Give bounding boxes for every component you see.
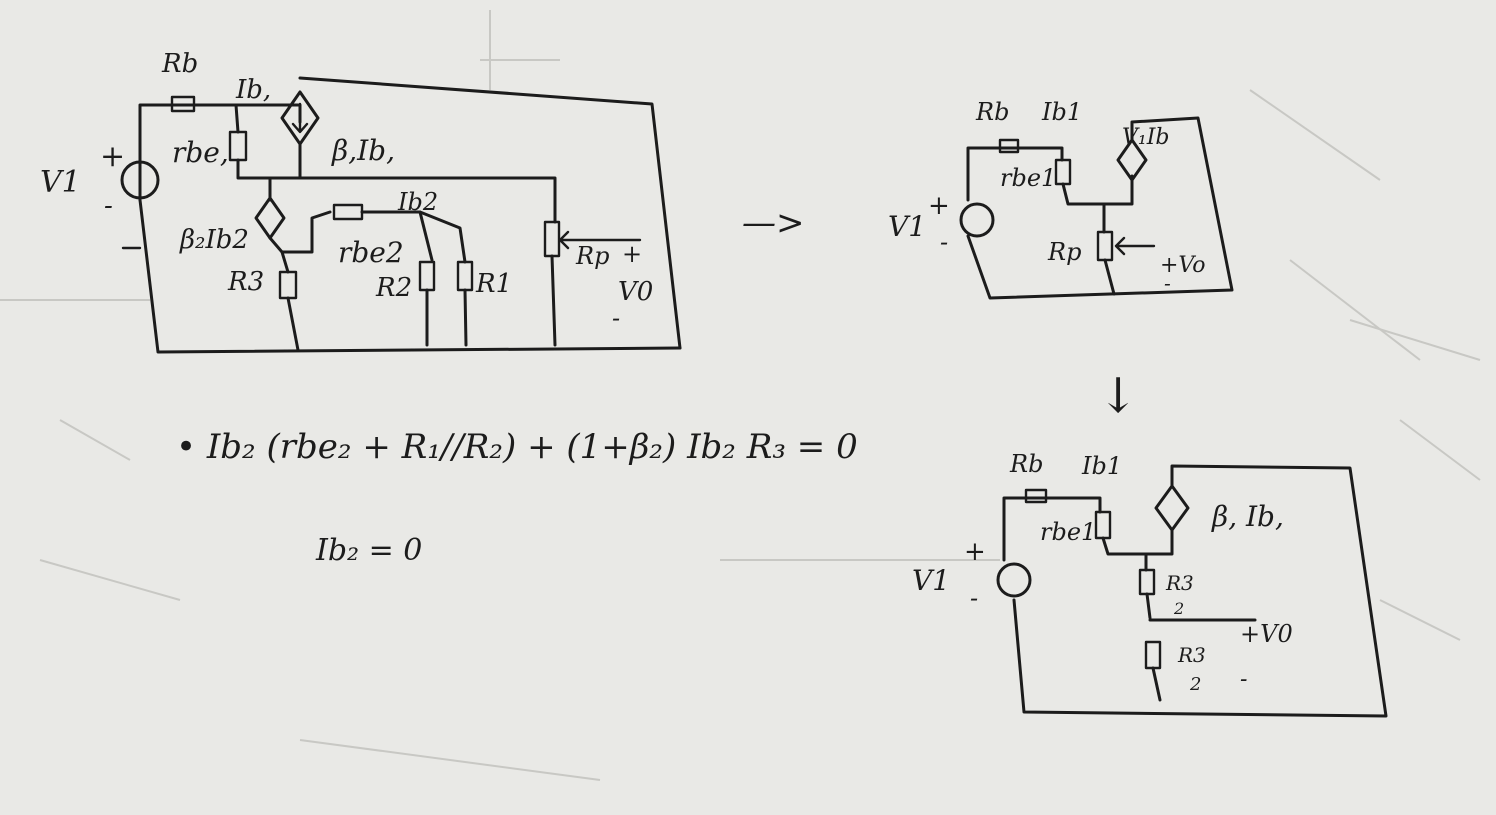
- label-rbe2: rbe2: [338, 236, 404, 269]
- label-rb-b: Rb: [975, 98, 1009, 126]
- label-ib1-c: Ib1: [1081, 452, 1122, 480]
- label-r2: R2: [375, 273, 412, 303]
- r3-half-resistor-top: [1138, 568, 1156, 596]
- beta-current-source-b: [1116, 138, 1148, 182]
- label-v1-c: V1: [912, 564, 950, 597]
- label-v1-plus: +: [100, 139, 125, 174]
- label-v1-plus-b: +: [928, 191, 950, 221]
- r2-resistor: [418, 260, 436, 292]
- r1-resistor: [456, 260, 474, 292]
- rb-resistor: [170, 95, 196, 113]
- rb-resistor-b: [998, 138, 1020, 154]
- equation-ib2-zero: Ib₂ = 0: [315, 533, 422, 568]
- label-r3: R3: [227, 267, 264, 297]
- label-ib1-b: Ib1: [1041, 98, 1082, 126]
- label-rbe1: rbe,: [172, 136, 229, 169]
- label-rp: Rp: [575, 242, 609, 270]
- label-v0-c: +V0: [1240, 620, 1293, 648]
- arrow-down: ↓: [1098, 368, 1138, 424]
- label-ib2: Ib2: [397, 188, 438, 216]
- equation-kvl: • Ib₂ (rbe₂ + R₁//R₂) + (1+β₂) Ib₂ R₃ = …: [176, 427, 858, 467]
- r3-resistor: [278, 270, 298, 300]
- label-v1-minus: -: [104, 191, 113, 221]
- label-beta1-ib1: β,Ib,: [331, 134, 395, 167]
- circuit-b: [959, 116, 1234, 300]
- v1-source: [120, 160, 160, 200]
- label-v0: V0: [618, 277, 653, 307]
- label-v1: V1: [40, 165, 81, 200]
- label-rb: Rb: [161, 49, 198, 79]
- label-r3-half-bottom-den: 2: [1189, 674, 1201, 695]
- label-v0-b: +Vo: [1160, 253, 1206, 278]
- label-beta-ib-c: β, Ib,: [1211, 500, 1284, 533]
- label-ib1: Ib,: [235, 75, 271, 105]
- label-r3-half-top: R3: [1165, 571, 1194, 595]
- label-v0-minus: -: [612, 304, 620, 332]
- rbe2-resistor: [332, 203, 364, 221]
- label-v0-minus-c: -: [1240, 667, 1247, 692]
- label-beta-ib-b: V₁Ib: [1122, 125, 1169, 150]
- label-r3-half-bottom: R3: [1177, 643, 1206, 667]
- label-r3-half-top-den: 2: [1173, 599, 1184, 618]
- label-v1-minus-b: -: [940, 228, 948, 256]
- rp-resistor: [543, 220, 561, 258]
- label-v0-minus-b: -: [1164, 271, 1171, 295]
- rbe1-resistor: [228, 130, 248, 162]
- label-rbe1-b: rbe1: [1000, 164, 1056, 192]
- label-v1-b: V1: [888, 210, 926, 243]
- rbe1-resistor-b: [1054, 158, 1072, 186]
- v1-source-c: [996, 562, 1032, 598]
- bleed-through-marks: [0, 10, 1481, 781]
- rb-resistor-c: [1024, 488, 1048, 504]
- circuit-c: [996, 464, 1388, 718]
- arrow-right: —>: [742, 203, 805, 243]
- beta2-current-source: [254, 196, 286, 240]
- label-rp-b: Rp: [1047, 238, 1081, 266]
- label-rb-c: Rb: [1009, 450, 1043, 478]
- label-r1: R1: [475, 269, 512, 299]
- rbe1-resistor-c: [1094, 510, 1112, 540]
- label-v0-plus: +: [622, 240, 642, 268]
- label-v1-plus-c: +: [964, 537, 986, 567]
- label-rbe1-c: rbe1: [1040, 518, 1096, 546]
- r3-half-resistor-bottom: [1144, 640, 1162, 670]
- v1-source-b: [959, 202, 995, 238]
- circuit-a: [120, 76, 682, 354]
- rp-resistor-b: [1096, 230, 1114, 262]
- beta-current-source-c: [1154, 484, 1190, 532]
- label-v1-minus-c: -: [970, 584, 978, 612]
- label-beta2-ib2: β₂Ib2: [179, 225, 249, 255]
